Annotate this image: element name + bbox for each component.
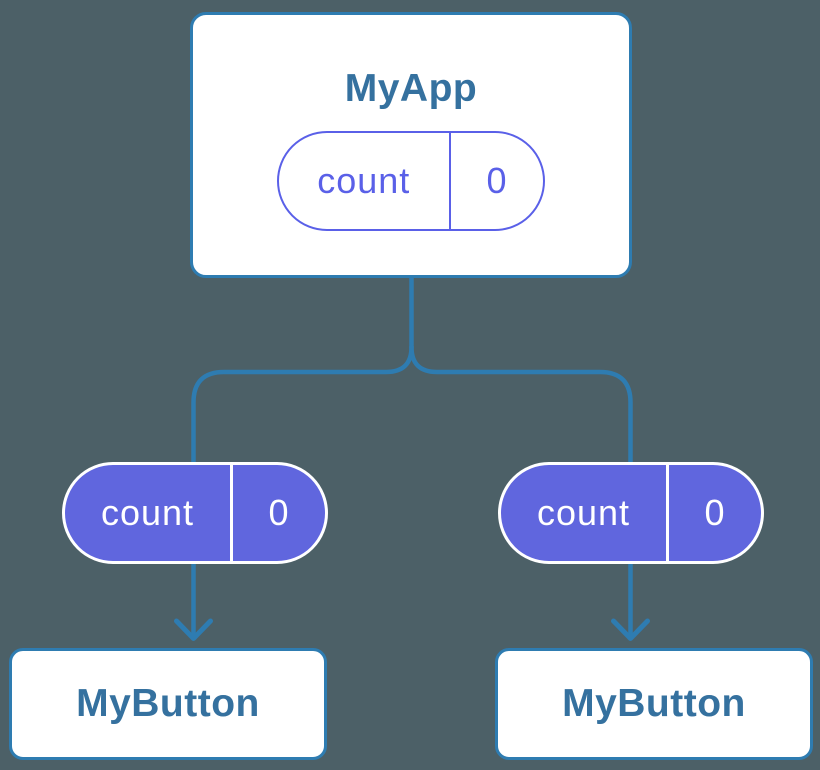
prop-pill-left-divider xyxy=(230,465,233,561)
state-pill-label-section: count xyxy=(279,133,449,229)
prop-pill-left-label-section: count xyxy=(65,465,230,561)
prop-pill-right-label: count xyxy=(536,492,631,533)
prop-pill-right-divider xyxy=(666,465,669,561)
connector-branch-left xyxy=(191,344,414,639)
prop-pill-left-label: count xyxy=(100,492,195,533)
component-card-parent: MyApp count 0 xyxy=(190,12,632,278)
component-card-child-right: MyButton xyxy=(495,648,813,760)
state-pill-divider xyxy=(448,133,451,229)
connector-branch-right xyxy=(409,344,633,639)
component-name-parent: MyApp xyxy=(344,67,478,110)
component-name-child-right: MyButton xyxy=(562,682,746,725)
component-card-child-left: MyButton xyxy=(9,648,327,760)
state-pill-label: count xyxy=(317,160,411,201)
prop-pill-right-value: 0 xyxy=(704,492,726,533)
state-pill-value: 0 xyxy=(486,160,508,201)
prop-pill-left-value-section: 0 xyxy=(233,465,325,561)
prop-pill-left-value: 0 xyxy=(268,492,290,533)
arrowhead-left-icon xyxy=(174,618,213,641)
state-pill-value-section: 0 xyxy=(451,133,543,229)
component-name-child-left: MyButton xyxy=(76,682,260,725)
prop-pill-right: count 0 xyxy=(498,462,764,564)
prop-pill-right-value-section: 0 xyxy=(669,465,761,561)
arrowhead-right-icon xyxy=(611,618,650,641)
prop-pill-left: count 0 xyxy=(62,462,328,564)
prop-pill-right-label-section: count xyxy=(501,465,666,561)
state-pill: count 0 xyxy=(277,131,545,231)
